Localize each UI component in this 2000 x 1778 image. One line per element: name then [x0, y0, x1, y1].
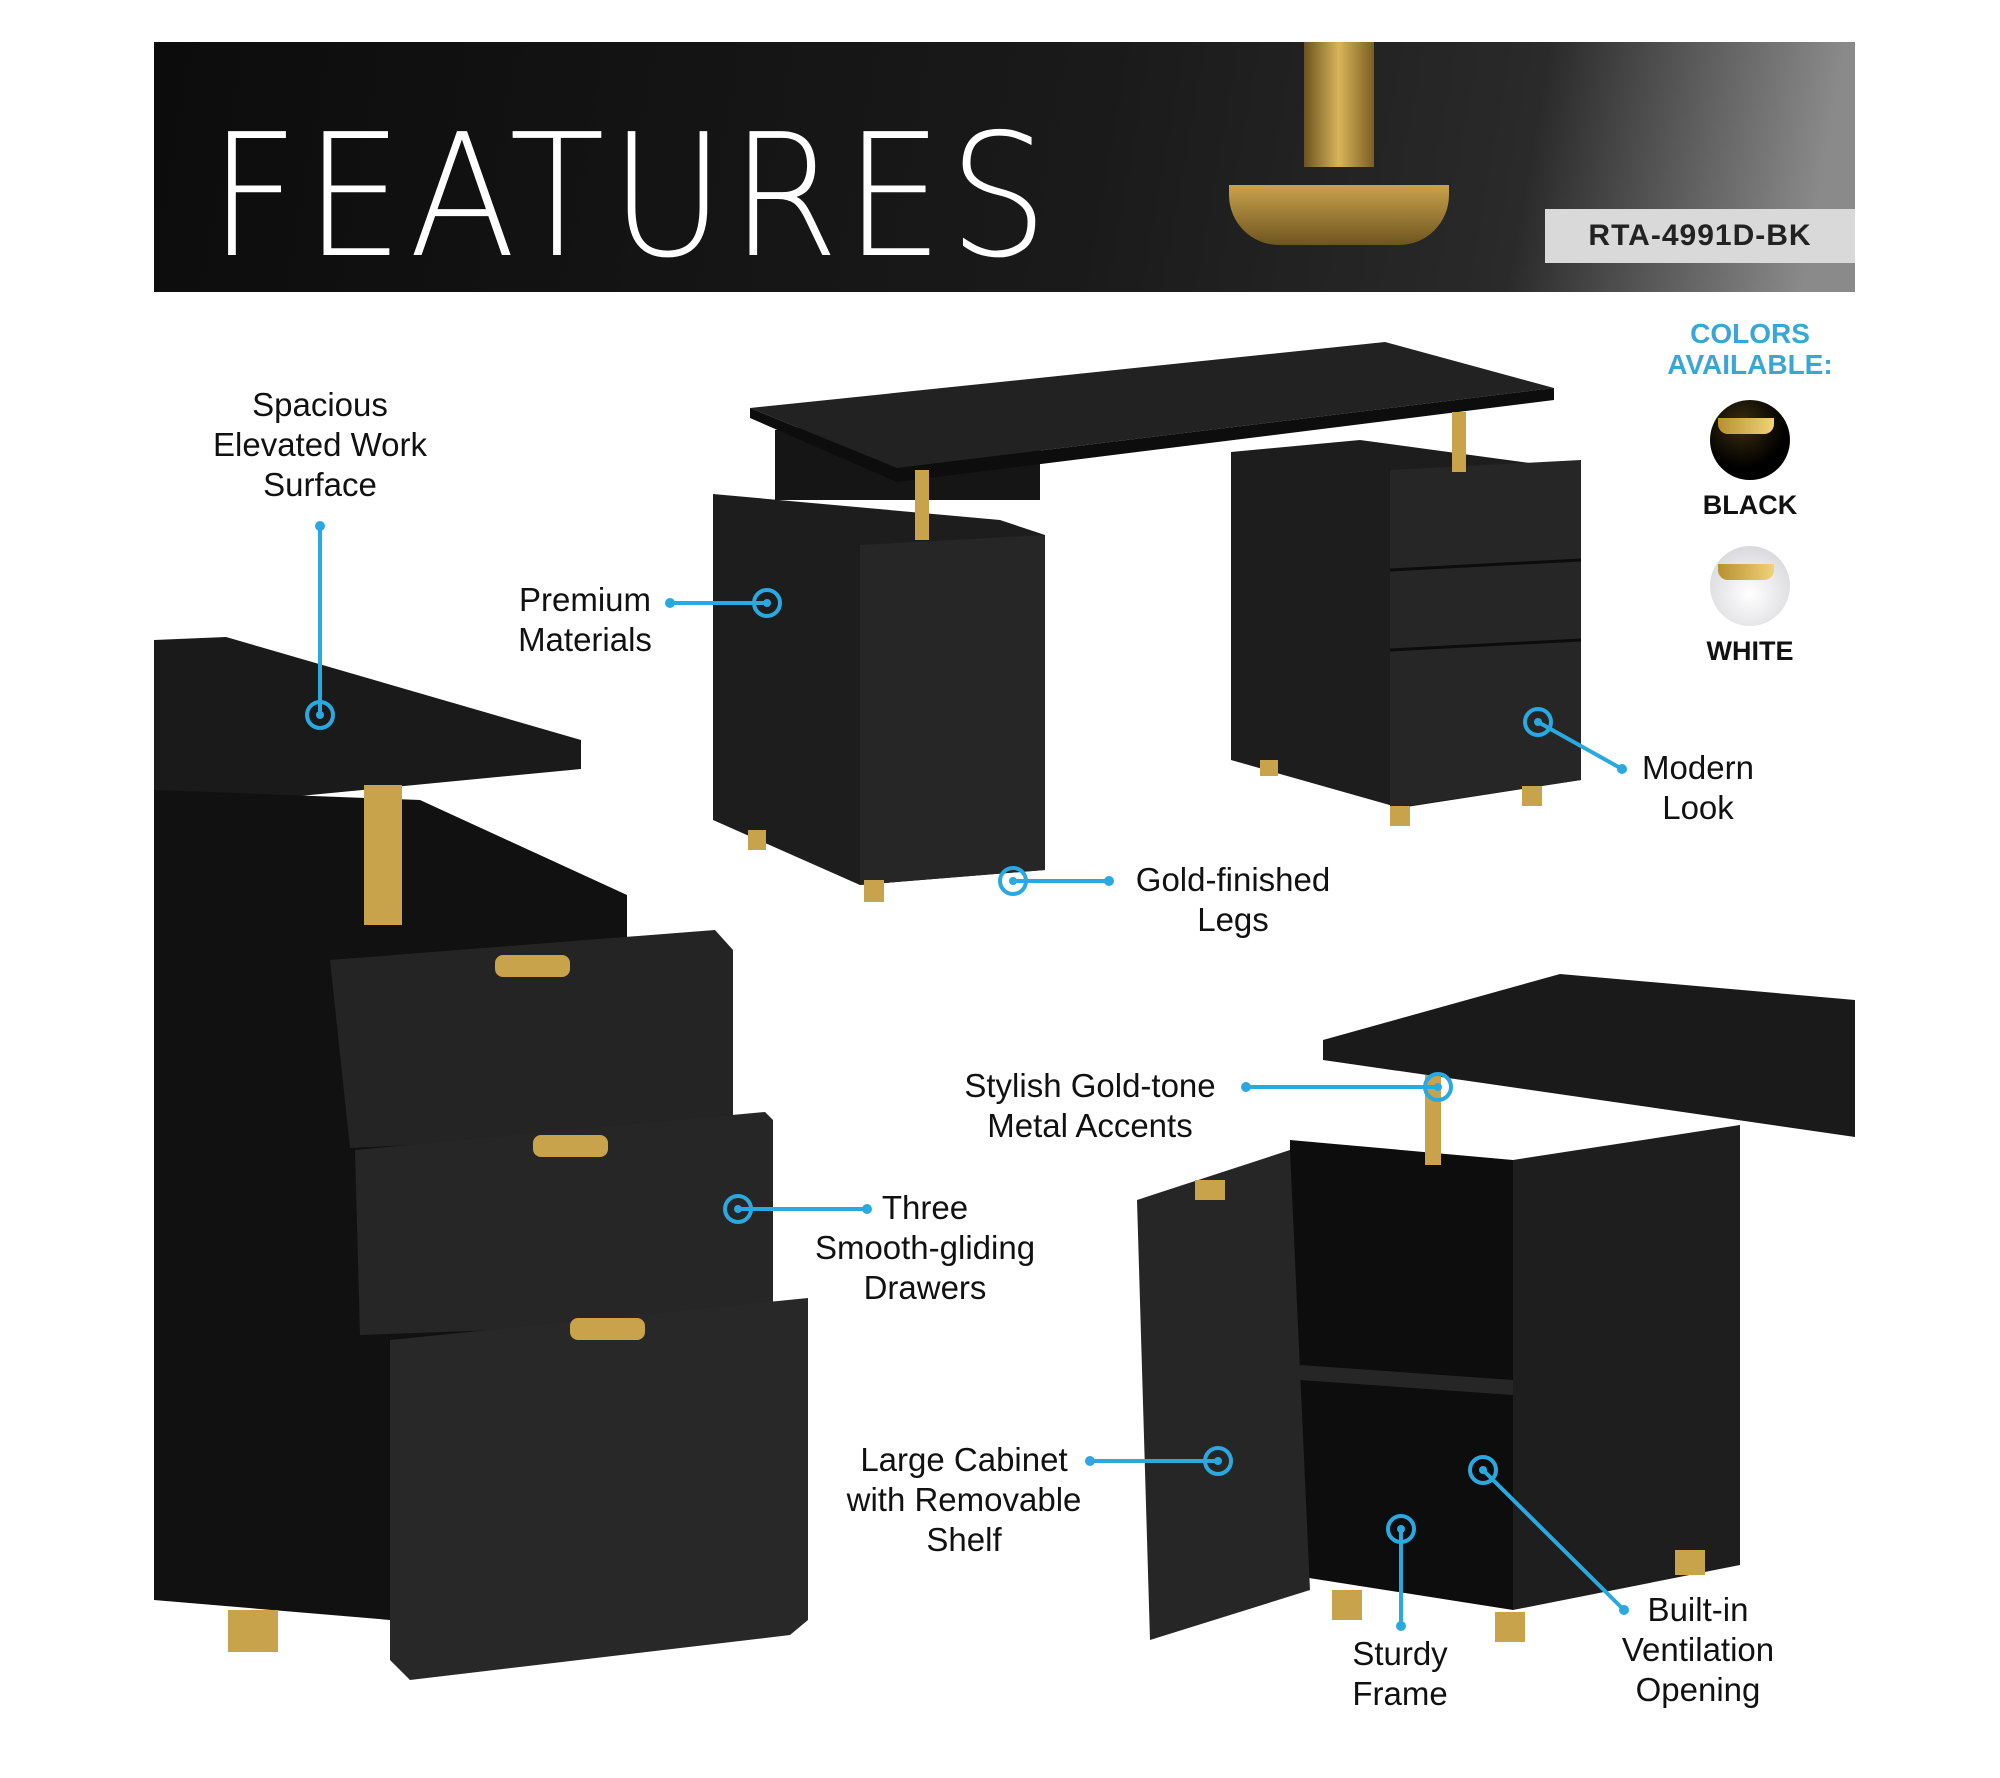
color-swatch-white	[1710, 546, 1790, 626]
callout-dots	[315, 521, 1629, 1631]
callout-line: Look	[1662, 789, 1734, 826]
color-label-white: WHITE	[1706, 636, 1794, 666]
callout-line: Materials	[518, 621, 652, 658]
callout-line: Surface	[263, 466, 377, 503]
callout-drawers: Three Smooth-gliding Drawers	[815, 1188, 1035, 1308]
colors-available-heading: COLORS AVAILABLE:	[1630, 318, 1870, 380]
callout-premium-materials: Premium Materials	[518, 580, 652, 660]
callout-line: Drawers	[863, 1269, 987, 1306]
color-swatch-black	[1710, 400, 1790, 480]
callout-line: Three	[881, 1189, 969, 1226]
callout-line: Sturdy	[1352, 1635, 1448, 1672]
features-banner: FEATURES RTA-4991D-BK	[154, 42, 1855, 292]
callout-gold-legs: Gold-finished Legs	[1136, 860, 1330, 940]
callout-line: Legs	[1197, 901, 1269, 938]
callout-modern-look: Modern Look	[1642, 748, 1754, 828]
callout-sturdy-frame: Sturdy Frame	[1352, 1634, 1447, 1714]
colors-heading-line2: AVAILABLE:	[1667, 349, 1833, 380]
drawer-unit-closeup	[154, 637, 808, 1680]
cabinet-closeup	[1137, 974, 1855, 1642]
callout-line: Metal Accents	[987, 1107, 1193, 1144]
callout-line: Large Cabinet	[860, 1441, 1068, 1478]
sku-badge: RTA-4991D-BK	[1545, 209, 1855, 263]
callout-line: Gold-finished	[1135, 861, 1331, 898]
gold-handle-image	[1229, 185, 1449, 245]
callout-line: Opening	[1635, 1671, 1761, 1708]
callout-line: Modern	[1642, 749, 1754, 786]
callout-metal-accents: Stylish Gold-tone Metal Accents	[964, 1066, 1215, 1146]
callout-line: Shelf	[926, 1521, 1002, 1558]
callout-line: Smooth-gliding	[814, 1229, 1036, 1266]
callout-line: Stylish Gold-tone	[964, 1067, 1216, 1104]
callout-line: with Removable	[846, 1481, 1082, 1518]
callout-line: Ventilation	[1621, 1631, 1775, 1668]
callout-lines	[318, 526, 1626, 1626]
banner-title: FEATURES	[209, 98, 1054, 292]
callout-line: Premium	[518, 581, 652, 618]
gold-leg-image	[1304, 42, 1374, 167]
callout-line: Spacious	[252, 386, 388, 423]
callout-ventilation: Built-in Ventilation Opening	[1622, 1590, 1774, 1710]
callout-line: Built-in	[1647, 1591, 1749, 1628]
colors-heading-line1: COLORS	[1690, 318, 1810, 349]
desk-full-view	[713, 342, 1582, 902]
callout-large-cabinet: Large Cabinet with Removable Shelf	[847, 1440, 1082, 1560]
callout-targets	[305, 588, 1553, 1544]
callout-line: Elevated Work	[213, 426, 427, 463]
callout-line: Frame	[1352, 1675, 1448, 1712]
callout-elevated-surface: Spacious Elevated Work Surface	[213, 385, 427, 505]
color-label-black: BLACK	[1702, 490, 1798, 520]
